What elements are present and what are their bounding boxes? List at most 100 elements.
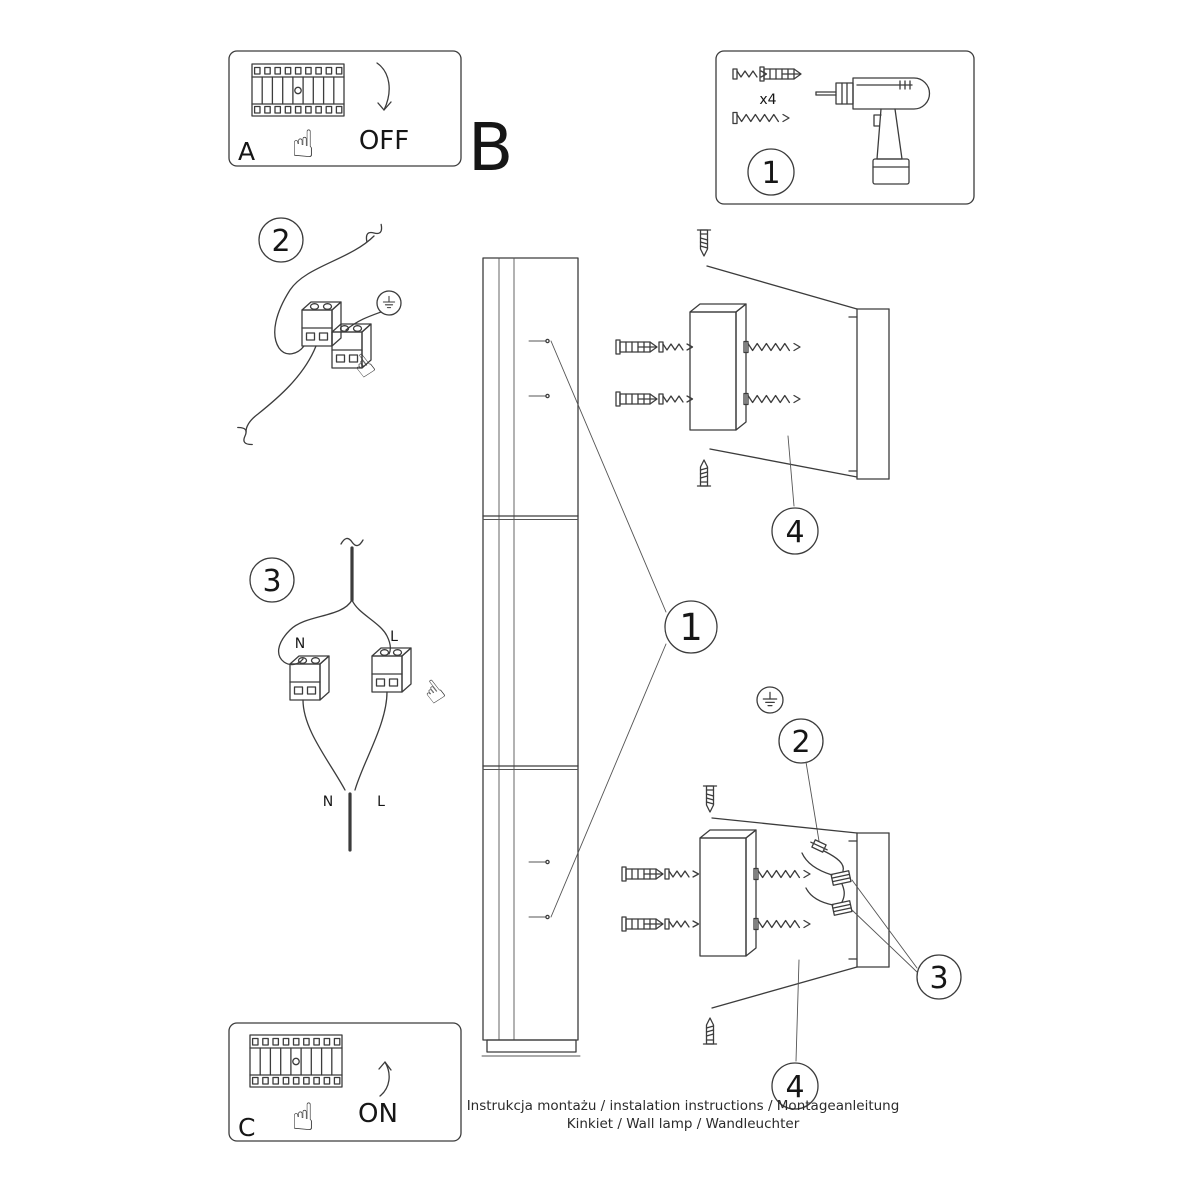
footer-line-1: Instrukcja montażu / instalation instruc… [467,1098,900,1114]
wire-break-icon [362,222,386,244]
earth-wire [345,311,382,331]
screw-icon [702,1017,718,1045]
lamp-wire-n [302,699,346,791]
tools-callout-number: 1 [761,156,780,191]
wire-connector-icon [831,900,853,916]
earth-symbol-icon [762,691,778,707]
terminal-n-label: N [295,636,305,652]
bracket-assembly-bottom: 2 [621,686,962,1110]
wire [801,852,833,876]
footer-line-2: Kinkiet / Wall lamp / Wandleuchter [567,1116,800,1132]
screw-icon [664,868,700,880]
wire-l-label: L [377,794,385,810]
wall-channel [848,832,890,968]
wall-edge [709,448,858,478]
step3-callout-number: 3 [262,564,281,599]
wire-connector-icon [830,870,852,886]
lamp-base [486,1039,577,1053]
step-terminals: 3 N L ☝ N L [249,537,452,852]
mounting-hole-marks [528,338,550,920]
hand-icon: ☝ [291,1095,314,1139]
earth-symbol-circle [376,290,402,316]
earth-symbol-icon [382,295,396,309]
panel-c: ☝ ON C [228,1022,462,1142]
connector-callout-number: 3 [929,961,948,996]
wall-edge [711,966,858,1009]
terminal-block-icon [371,647,412,693]
step3-callout-circle [249,557,295,603]
step2-callout-circle [258,217,304,263]
circuit-breaker-icon [249,1034,343,1088]
bracket-top-callout-number: 4 [785,515,804,550]
lamp-callout-circle [664,600,718,654]
lamp-body: 1 [481,257,718,1057]
earth-callout-circle [778,718,824,764]
wall-edge [711,817,858,834]
leader-line [795,959,800,1062]
step-wiring: 2 ☝ [235,217,402,448]
panel-c-label: C [238,1113,255,1142]
wire-n-label: N [323,794,333,810]
step2-callout-number: 2 [271,224,290,259]
tools-panel: x4 1 [715,50,975,205]
screw-icon [696,459,712,487]
screw-icon [743,392,801,406]
circuit-breaker-icon [251,63,345,117]
wire-break-icon [235,424,255,448]
wall-plug-icon [615,339,658,355]
wire [805,887,834,906]
power-off-arrow-icon [376,62,392,111]
cable-clip-icon [810,839,828,853]
bracket-bottom-callout-circle [771,1062,819,1110]
screw-icon [696,229,712,257]
terminal-l-label: L [390,629,398,645]
screw-count-label: x4 [759,92,776,108]
wall-plug-icon [615,391,658,407]
tools-frame [715,50,975,205]
wall-channel [848,308,890,480]
terminal-block-icon [301,301,342,347]
leader-line [550,643,667,918]
lamp-panel [482,257,579,1041]
drill-icon [815,77,931,185]
bracket-top-callout-circle [771,507,819,555]
screw-icon [658,393,694,405]
panel-a: ☝ OFF A [228,50,462,167]
hand-icon: ☝ [346,347,382,386]
screw-icon [702,785,718,813]
connector-callout-circle [916,954,962,1000]
power-on-arrow-icon [378,1061,392,1097]
screw-icon [658,341,694,353]
mounting-bracket [689,303,747,431]
panel-a-label: A [238,137,255,166]
leader-line [805,761,820,842]
screw-icon [743,340,801,354]
wire [841,883,845,903]
lamp-callout-number: 1 [679,606,703,649]
hand-icon: ☝ [416,673,452,712]
earth-symbol-circle [756,686,784,714]
power-off-label: OFF [359,126,409,156]
leader-line [851,909,918,973]
wire-l [351,599,391,655]
panel-c-frame [228,1022,462,1142]
screw-icon [753,917,811,931]
wire-break-icon [340,537,364,547]
screw-icon [753,867,811,881]
leader-line [787,435,795,507]
wall-plug-icon [621,866,664,882]
earth-wire [823,850,844,872]
leader-line [550,340,667,613]
lamp-wire-l [354,691,388,791]
hand-icon: ☝ [291,122,314,166]
power-on-label: ON [358,1099,398,1129]
wall-plug-icon [621,916,664,932]
screw-icon [732,68,768,80]
bracket-bottom-callout-number: 4 [785,1070,804,1105]
output-wire [245,345,317,433]
wall-edge [706,265,858,310]
terminal-block-icon [289,655,330,701]
mounting-bracket [699,829,757,957]
